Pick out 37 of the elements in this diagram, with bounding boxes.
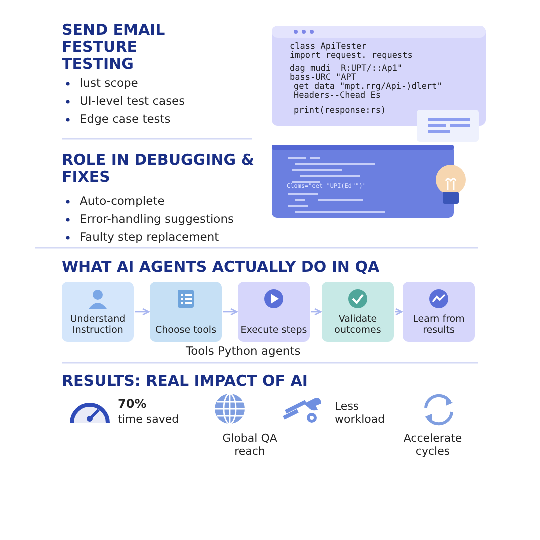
code-line: import request. requests [290,51,413,61]
arrow [311,308,322,316]
section-heading: ROLE IN DEBUGGING & FIXES [62,152,256,186]
stat-value: 70% [118,398,147,411]
section-heading: SEND EMAIL FESTURE TESTING [62,22,166,73]
stat-text: Accelerate cycles [402,432,464,458]
step-card [150,282,222,342]
stat-text: Less workload [335,400,386,426]
stat-text: time saved [118,413,180,426]
step-label: Learn from results [412,314,466,336]
step-label: Execute steps [240,325,308,336]
code-line: class ApiTester [290,42,367,52]
code-line: bass-URC "APT [290,73,357,83]
caption-text: Tools Python agents [186,344,301,358]
bullet-text: lust scope [80,76,138,90]
step-card [238,282,310,342]
step-card [322,282,394,342]
arrow [223,308,238,316]
arrow [395,308,403,316]
arrow [135,308,150,316]
section-heading: WHAT AI AGENTS ACTUALLY DO IN QA [62,259,381,276]
bullet-text: Error-handling suggestions [80,212,234,226]
bullet-text: Faulty step replacement [80,230,220,244]
bullet-text: UI-level test cases [80,94,186,108]
section-heading: RESULTS: REAL IMPACT OF AI [62,373,309,390]
code-line: get data "mpt.rrg/Api-)dlert" [294,82,442,92]
step-label: Validate outcomes [334,314,382,336]
bullet-text: Auto-complete [80,194,165,208]
code-line: dag mudi R:UPT/::Ap1" [290,64,403,74]
step-card [62,282,134,342]
bullet-text: Edge case tests [80,112,171,126]
step-label: Understand Instruction [69,314,127,336]
step-label: Choose tools [154,325,218,336]
code-line: print(response:rs) [294,106,386,116]
step-card [403,282,475,342]
stat-text: Global QA reach [222,432,278,458]
code-line: Headers--Chead Es [294,91,381,101]
